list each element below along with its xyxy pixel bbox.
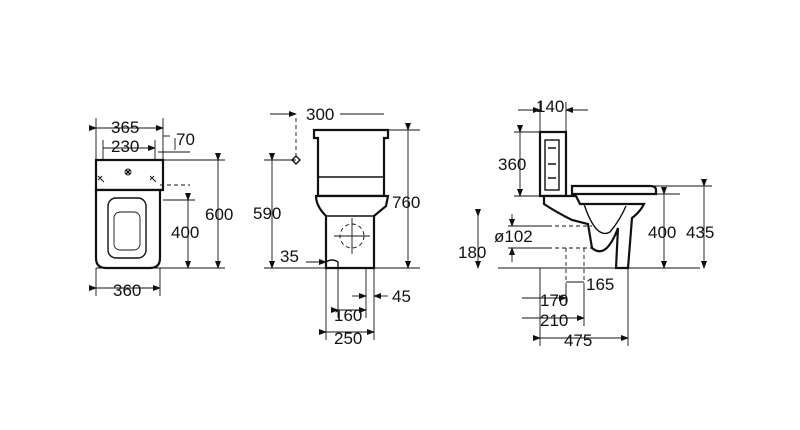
dim-section-475: 475 — [564, 331, 592, 350]
section-bowl — [542, 194, 646, 270]
dim-side-590: 590 — [253, 204, 281, 223]
dim-front-360: 360 — [113, 281, 141, 300]
dim-section-165: 165 — [586, 275, 614, 294]
dim-side-300: 300 — [306, 105, 334, 124]
side-tank — [312, 128, 390, 198]
dim-side-160: 160 — [334, 306, 362, 325]
dim-section-210: 210 — [540, 311, 568, 330]
dim-front-400: 400 — [171, 223, 199, 242]
dim-section-170: 170 — [540, 291, 568, 310]
dim-section-180: 180 — [458, 243, 486, 262]
front-bowl — [94, 188, 162, 270]
dim-side-35: 35 — [280, 247, 299, 266]
front-seat-opening — [107, 197, 147, 259]
dim-section-140: 140 — [536, 97, 564, 116]
front-view: 365 230 70 400 600 360 — [89, 118, 233, 300]
dim-side-760: 760 — [392, 193, 420, 212]
dim-side-45: 45 — [392, 287, 411, 306]
dim-front-600: 600 — [205, 205, 233, 224]
dim-front-70: 70 — [176, 130, 195, 149]
dim-front-365: 365 — [111, 118, 139, 137]
dim-front-230: 230 — [111, 137, 139, 156]
section-seat — [570, 184, 658, 196]
section-view: 140 360 ø102 180 400 435 165 170 — [458, 97, 714, 350]
dim-section-phi102: ø102 — [494, 227, 533, 246]
dim-section-435: 435 — [686, 223, 714, 242]
side-view: 300 590 760 35 45 160 250 — [253, 105, 420, 348]
dim-section-400: 400 — [648, 223, 676, 242]
dim-side-250: 250 — [334, 329, 362, 348]
dim-section-360: 360 — [498, 155, 526, 174]
